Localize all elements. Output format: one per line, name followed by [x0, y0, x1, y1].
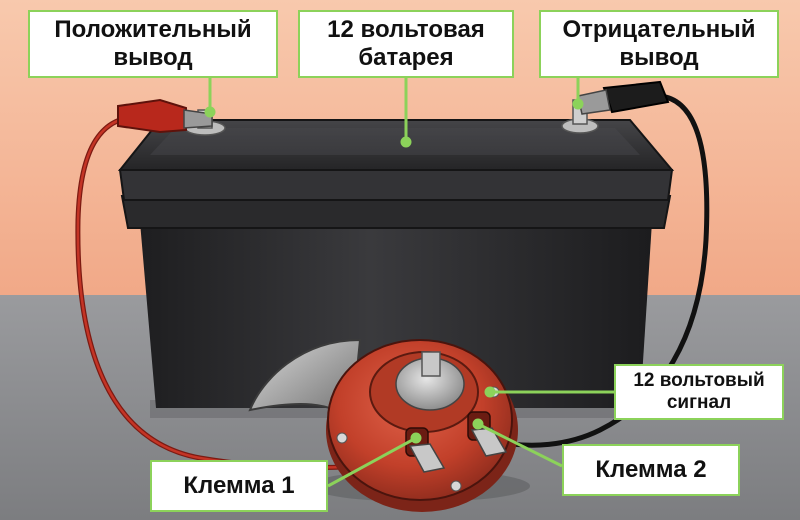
leader-term2-dot	[472, 418, 484, 430]
leader-positive-dot	[204, 106, 216, 118]
battery-label-text: 12 вольтовая батарея	[327, 16, 485, 71]
leader-horn-dot	[484, 386, 496, 398]
battery	[117, 119, 675, 418]
red-clamp	[117, 98, 213, 134]
horn-screw-left	[336, 432, 348, 444]
red-clamp-jaw	[183, 109, 213, 129]
horn-terminal-1-lug	[408, 443, 446, 473]
leader-term2	[477, 422, 563, 468]
red-clamp-handle	[117, 98, 187, 134]
black-wire	[487, 93, 710, 448]
terminal-1-label-text: Клемма 1	[183, 472, 295, 500]
negative-terminal-label-text: Отрицательный вывод	[562, 16, 756, 71]
terminal-2-label: Клемма 2	[562, 444, 740, 496]
horn-label-text: 12 вольтовый сигнал	[633, 370, 765, 413]
horn-center-nut	[421, 351, 441, 377]
battery-label: 12 вольтовая батарея	[298, 10, 514, 78]
leader-lines	[204, 78, 614, 488]
terminal-1-label: Клемма 1	[150, 460, 328, 512]
battery-top-highlight	[150, 128, 640, 155]
positive-terminal-label-text: Положительный вывод	[54, 16, 252, 71]
horn-label: 12 вольтовый сигнал	[614, 364, 784, 420]
leader-battery-dot	[400, 136, 412, 148]
horn	[248, 338, 530, 512]
horn-screw-bottom	[450, 480, 462, 492]
black-clamp	[577, 80, 670, 115]
terminal-2-label-text: Клемма 2	[595, 456, 707, 484]
leader-negative-dot	[572, 98, 584, 110]
battery-top	[117, 119, 675, 171]
battery-body	[140, 222, 652, 408]
leader-term1	[327, 436, 417, 488]
negative-terminal-label: Отрицательный вывод	[539, 10, 779, 78]
leader-term1-dot	[410, 432, 422, 444]
battery-lid-upper	[118, 169, 674, 201]
positive-terminal-label: Положительный вывод	[28, 10, 278, 78]
